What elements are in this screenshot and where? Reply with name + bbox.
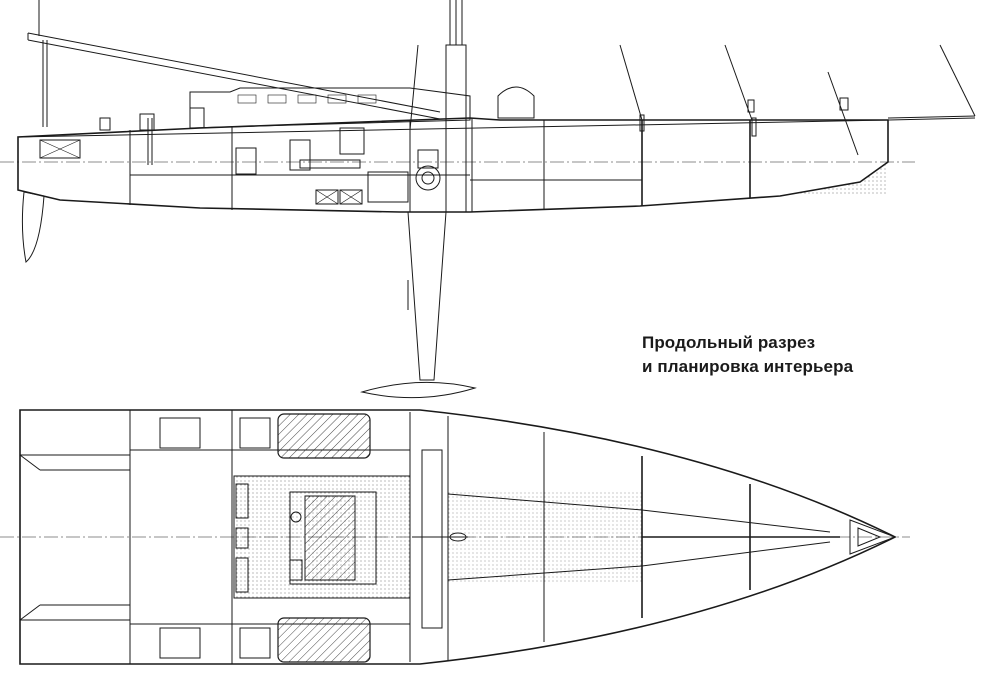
drawing-caption: Продольный разрез и планировка интерьера xyxy=(642,331,853,379)
interior-plan-view xyxy=(0,409,910,665)
caption-line-2: и планировка интерьера xyxy=(642,357,854,376)
mast xyxy=(409,0,467,213)
engine xyxy=(367,149,441,203)
keel-bulb xyxy=(361,381,477,399)
caption-line-1: Продольный разрез xyxy=(642,333,816,352)
keel-fin xyxy=(407,211,447,381)
coachroof xyxy=(189,87,471,129)
rudder xyxy=(21,191,45,263)
dome xyxy=(497,86,535,119)
side-elevation-view xyxy=(0,0,976,399)
boom xyxy=(27,0,441,120)
